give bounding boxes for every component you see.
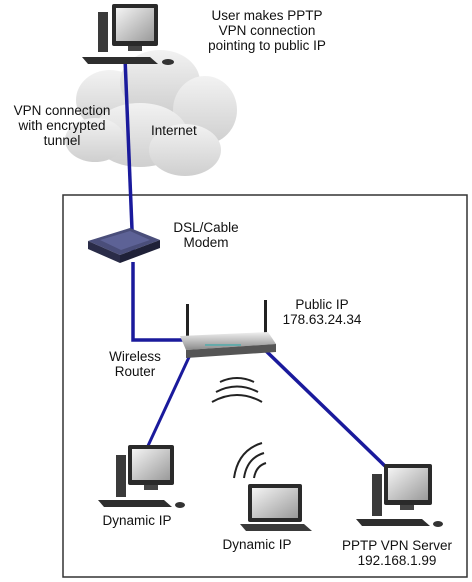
vpn-tunnel-note: VPN connection with encrypted tunnel — [0, 103, 124, 148]
remote-user-note-line-2: VPN connection — [218, 23, 316, 38]
internet-cloud — [65, 50, 237, 176]
vpn-tunnel-note-line-3: tunnel — [43, 133, 81, 148]
router-wifi-waves — [211, 377, 263, 403]
vpn-tunnel-note-line-1: VPN connection — [13, 103, 111, 118]
remote-user-note-line-1: User makes PPTP — [211, 8, 323, 23]
laptop-ip-label: Dynamic IP — [222, 537, 292, 552]
vpn-tunnel-note-line-2: with encrypted — [18, 118, 106, 133]
remote-computer-icon — [82, 4, 174, 65]
client-ip-label: Dynamic IP — [102, 513, 172, 528]
router-label-line-1: Wireless — [109, 349, 161, 364]
server-label: PPTP VPN Server 192.168.1.99 — [328, 538, 466, 568]
router-client-line — [145, 354, 192, 449]
modem-router-line — [131, 262, 185, 342]
laptop-icon — [240, 484, 312, 531]
public-ip-title: Public IP — [295, 297, 349, 312]
modem-label-line-1: DSL/Cable — [173, 220, 239, 235]
vpn-tunnel-line — [123, 57, 135, 255]
public-ip-address: 178.63.24.34 — [282, 312, 362, 327]
modem-label: DSL/Cable Modem — [164, 220, 248, 250]
internet-label: Internet — [151, 123, 197, 138]
remote-user-note: User makes PPTP VPN connection pointing … — [186, 8, 348, 53]
remote-user-note-line-3: pointing to public IP — [208, 38, 326, 53]
router-icon — [180, 300, 276, 358]
router-server-line — [263, 348, 387, 468]
router-label-line-2: Router — [114, 364, 156, 379]
laptop-wifi-waves — [233, 442, 267, 479]
public-ip-label: Public IP 178.63.24.34 — [272, 297, 372, 327]
local-network-boundary — [62, 194, 468, 578]
server-label-address: 192.168.1.99 — [357, 553, 437, 568]
modem-icon — [88, 228, 160, 263]
client-computer-icon — [98, 445, 185, 508]
server-label-name: PPTP VPN Server — [341, 538, 453, 553]
server-computer-icon — [356, 464, 443, 527]
router-label: Wireless Router — [98, 349, 172, 379]
modem-label-line-2: Modem — [183, 235, 229, 250]
